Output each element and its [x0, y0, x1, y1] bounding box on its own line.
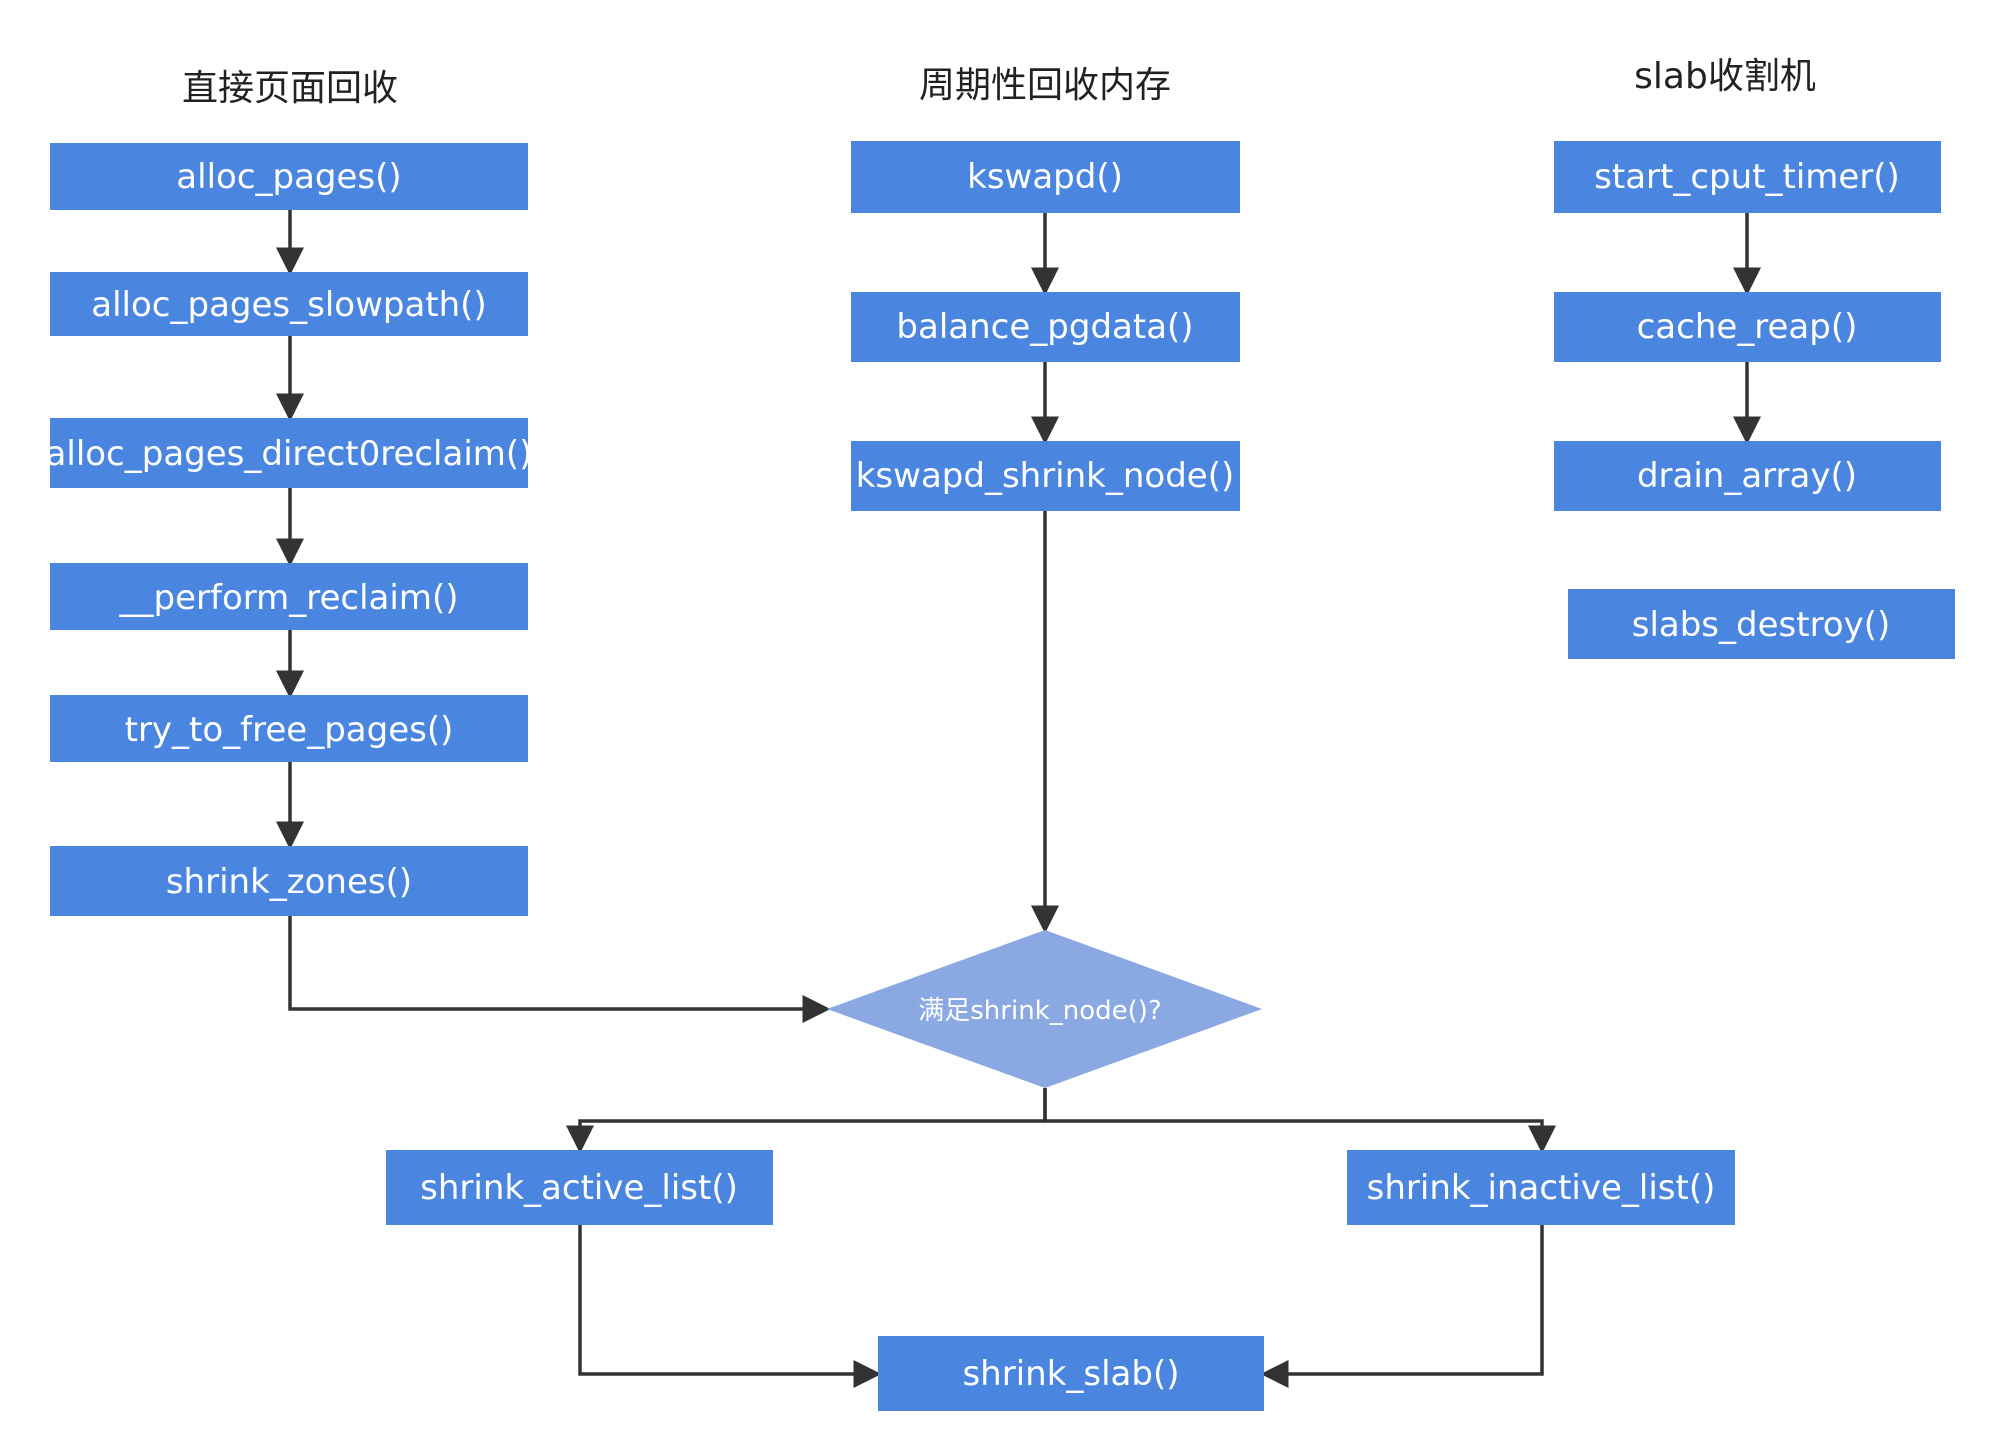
node-start-cput-timer-label: start_cput_timer()	[1594, 157, 1900, 197]
node-shrink-inactive-list-label: shrink_inactive_list()	[1367, 1168, 1716, 1208]
node-alloc-pages-direct-reclaim: alloc_pages_direct0reclaim()	[46, 418, 533, 488]
node-perform-reclaim-label: __perform_reclaim()	[119, 578, 459, 618]
node-kswapd-shrink-node-label: kswapd_shrink_node()	[856, 456, 1235, 496]
node-start-cput-timer: start_cput_timer()	[1554, 141, 1941, 213]
node-slabs-destroy: slabs_destroy()	[1568, 589, 1955, 659]
node-drain-array-label: drain_array()	[1637, 456, 1857, 496]
node-balance-pgdata: balance_pgdata()	[851, 292, 1240, 362]
decision-shrink-node: 满足shrink_node()?	[827, 930, 1262, 1088]
edge-shrink-zones-to-decision	[288, 916, 831, 1023]
column-title-slab-reaper: slab收割机	[1634, 56, 1816, 97]
node-shrink-slab-label: shrink_slab()	[962, 1354, 1179, 1394]
node-shrink-inactive-list: shrink_inactive_list()	[1347, 1150, 1735, 1225]
column-title-direct-reclaim: 直接页面回收	[182, 68, 398, 109]
node-shrink-active-list: shrink_active_list()	[386, 1150, 773, 1225]
decision-shrink-node-label: 满足shrink_node()?	[918, 996, 1161, 1026]
node-alloc-pages-slowpath: alloc_pages_slowpath()	[50, 272, 528, 336]
node-alloc-pages-slowpath-label: alloc_pages_slowpath()	[91, 285, 486, 325]
node-shrink-slab: shrink_slab()	[878, 1336, 1264, 1411]
node-try-to-free-pages-label: try_to_free_pages()	[125, 710, 454, 750]
node-kswapd-shrink-node: kswapd_shrink_node()	[851, 441, 1240, 511]
node-cache-reap-label: cache_reap()	[1637, 307, 1858, 347]
node-alloc-pages: alloc_pages()	[50, 143, 528, 210]
node-kswapd-label: kswapd()	[967, 157, 1123, 197]
node-perform-reclaim: __perform_reclaim()	[50, 563, 528, 630]
node-alloc-pages-label: alloc_pages()	[176, 157, 401, 197]
column-title-periodic-reclaim: 周期性回收内存	[919, 65, 1171, 106]
node-shrink-active-list-label: shrink_active_list()	[420, 1168, 738, 1208]
edge-decision-to-shrink-active-list	[566, 1088, 1047, 1154]
edges	[276, 210, 1761, 1388]
node-cache-reap: cache_reap()	[1554, 292, 1941, 362]
edge-shrink-active-list-to-shrink-slab	[578, 1225, 882, 1388]
node-try-to-free-pages: try_to_free_pages()	[50, 695, 528, 762]
node-shrink-zones-label: shrink_zones()	[166, 862, 412, 902]
node-drain-array: drain_array()	[1554, 441, 1941, 511]
node-alloc-pages-direct-reclaim-label: alloc_pages_direct0reclaim()	[46, 434, 533, 474]
edge-shrink-inactive-list-to-shrink-slab	[1260, 1225, 1544, 1388]
node-balance-pgdata-label: balance_pgdata()	[896, 307, 1193, 347]
node-kswapd: kswapd()	[851, 141, 1240, 213]
edge-decision-to-shrink-inactive-list	[1043, 1088, 1556, 1154]
node-shrink-zones: shrink_zones()	[50, 846, 528, 916]
node-slabs-destroy-label: slabs_destroy()	[1632, 605, 1891, 645]
